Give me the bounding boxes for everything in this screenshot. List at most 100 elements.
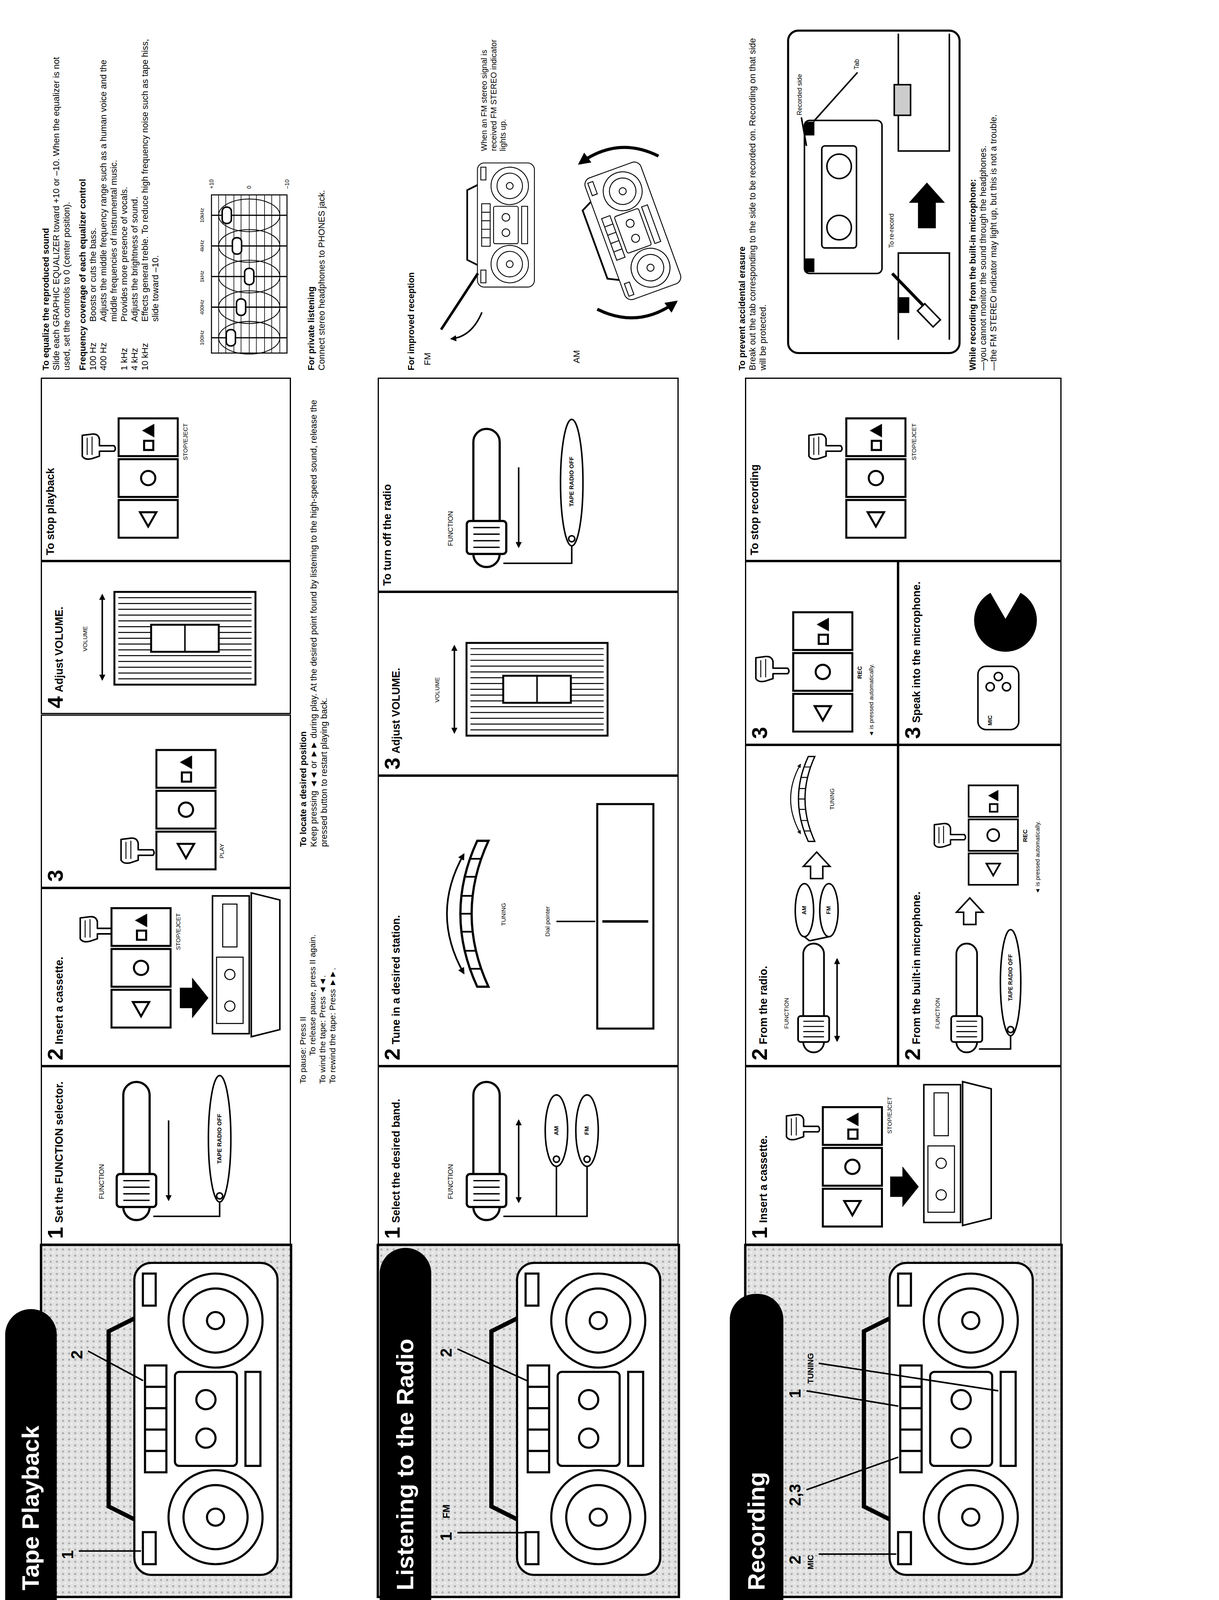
step-heading: Set the FUNCTION selector. [53,1072,66,1223]
drawing-label: FM [825,894,833,927]
drawing-label: ◄ is pressed automatically. [1033,750,1042,895]
band-selector [545,1095,568,1167]
step-number: 2 [381,1048,403,1061]
drawing-label: 2 [785,1544,805,1565]
stop-button-press [808,418,906,538]
equalizer-graph [236,298,246,316]
leader-line [457,1349,528,1534]
stop-button-press [846,418,906,538]
note-text: 400 Hz [98,326,120,371]
text-column: For private listeningConnect stereo head… [306,33,327,371]
step-number: 2 [748,1048,771,1061]
band-selector [575,1095,599,1167]
band-selector [583,1156,590,1163]
am-orientation-illustration [573,160,684,306]
step-panel: 2Tune in a desired station. [377,775,679,1067]
step-heading: From the built-in microphone. [910,750,923,1045]
drawing-label: TUNING [806,1332,816,1385]
drawing-label: STOP/EJCET [910,406,918,478]
cassette-loading [786,1114,820,1140]
drawing-label: When an FM stereo signal is received FM … [479,30,508,152]
text-column: To locate a desired positionKeep pressin… [298,377,330,848]
note-text: Adjusts the brightness of sound. [129,33,140,322]
drawing-label: AM [571,332,582,364]
text-column: To prevent accidental erasureBreak out t… [736,33,769,371]
note-text: Provides more presence of vocals. [119,33,130,322]
equalizer-graph [244,268,254,285]
rec-button-press [755,656,789,682]
note-text: 4 kHz [129,326,140,371]
rec-button-press [968,785,1018,885]
am-orientation-illustration [579,147,659,164]
drawing-label: VOLUME [81,597,89,680]
step-number: 3 [44,870,66,883]
function-selector [116,1081,157,1221]
note-text: To wind the tape: Press ◄◄. [317,864,328,1084]
radio-source-selector [803,852,830,879]
drawing-label: 2,3 [785,1465,805,1507]
drawing-label: MIC [806,1539,816,1570]
mic-source-selector [951,898,1021,1053]
note-text: Boosts or cuts the bass. [87,33,99,322]
step-panel: 3 [40,714,291,889]
step-number: 3 [381,757,403,770]
equalizer-graph [218,195,280,354]
am-orientation-illustration [597,302,676,319]
drawing-label: FUNCTION [446,1151,455,1213]
drawing-label: To re-record [888,166,896,248]
fm-antenna-illustration [441,273,479,330]
step-panel: 1Set the FUNCTION selector. [40,1066,291,1245]
note-text: Break out the tab corresponding to the s… [747,33,769,371]
note-text: 10 kHz [139,326,161,371]
drawing-label: 1kHz [199,261,206,293]
leader-line [806,1457,899,1491]
drawing-label: FUNCTION [97,1151,106,1213]
step-panel: 2Insert a cassette. [40,888,291,1067]
section-title-bar: Listening to the Radio [379,1248,432,1600]
cassette-loading [224,969,236,980]
step-heading: From the radio. [757,750,770,1045]
step-panel: To stop recording [744,377,1062,562]
drawing-label: FM [422,334,433,366]
volume-control [453,645,456,733]
boombox-illustration [745,1244,1062,1598]
drawing-label: TUNING [499,883,508,945]
drawing-label: MIC [986,703,994,726]
leader-line [806,1391,899,1407]
mic-source-selector [951,943,983,1053]
erasure-tab-figure [805,122,814,135]
tuning-dial [446,840,489,987]
step-panel: 3Adjust VOLUME. [377,591,679,776]
equalizer-graph [218,321,280,355]
drawing-label: AM [800,894,808,927]
erasure-tab-figure [910,183,944,228]
section-title-bar: Recording [729,1294,784,1600]
band-selector [517,1120,520,1203]
cassette-loading [928,1146,955,1213]
drawing-label: FM [440,1477,453,1519]
am-orientation-illustration [573,147,684,319]
step-panel: 1Insert a cassette. [744,1066,1062,1245]
step-heading: Insert a cassette. [757,1072,770,1223]
fm-antenna-illustration [467,163,535,288]
rec-button-press [934,785,1018,885]
radio-source-selector [795,883,814,937]
step-panel: 3 [744,561,899,745]
mic-source-selector [1007,1026,1014,1033]
leader-line [87,1351,144,1381]
cassette-loading [80,916,114,943]
erasure-tab-figure [898,252,950,340]
leader-line [457,1349,528,1381]
step-panel: To stop playback [40,377,291,562]
drawing-label: PLAY [218,828,226,874]
volume-control [102,591,256,685]
drawing-label: Recorded side [796,33,804,116]
cassette-loading [111,908,171,1028]
note-text: —you cannot monitor the sound through th… [977,33,989,371]
drawing-label: 10kHz [199,200,206,232]
step-heading: To stop recording [748,383,761,556]
step-heading: Insert a cassette. [53,894,66,1045]
cassette-loading [224,1001,236,1012]
